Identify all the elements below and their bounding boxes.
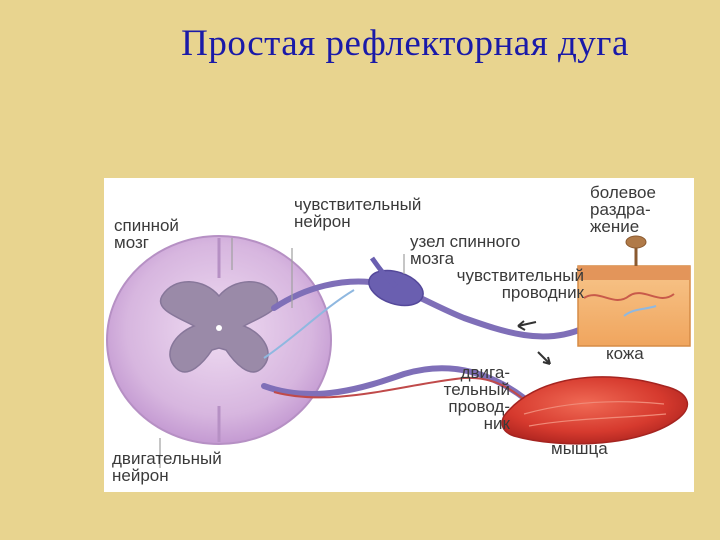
- muscle: [502, 377, 687, 444]
- skin: [578, 266, 690, 346]
- label-spinal-ganglion: узел спинного мозга: [410, 233, 520, 267]
- spinal-cord: [107, 236, 331, 444]
- label-pain-stimulus: болевое раздра- жение: [590, 184, 656, 235]
- reflex-arc-figure: спинной мозг чувствительный нейрон узел …: [104, 178, 694, 492]
- pain-stimulus-pin: [626, 236, 646, 266]
- label-skin: кожа: [606, 345, 644, 362]
- label-spinal-cord: спинной мозг: [114, 217, 179, 251]
- label-sensory-neuron: чувствительный нейрон: [294, 196, 421, 230]
- label-sensory-conductor: чувствительный проводник: [416, 267, 584, 301]
- signal-arrows: [518, 321, 550, 364]
- label-motor-neuron: двигательный нейрон: [112, 450, 222, 484]
- slide-title: Простая рефлекторная дуга: [0, 22, 720, 65]
- label-motor-conductor: двига- тельный провод- ник: [394, 364, 510, 432]
- label-muscle: мышца: [551, 440, 608, 457]
